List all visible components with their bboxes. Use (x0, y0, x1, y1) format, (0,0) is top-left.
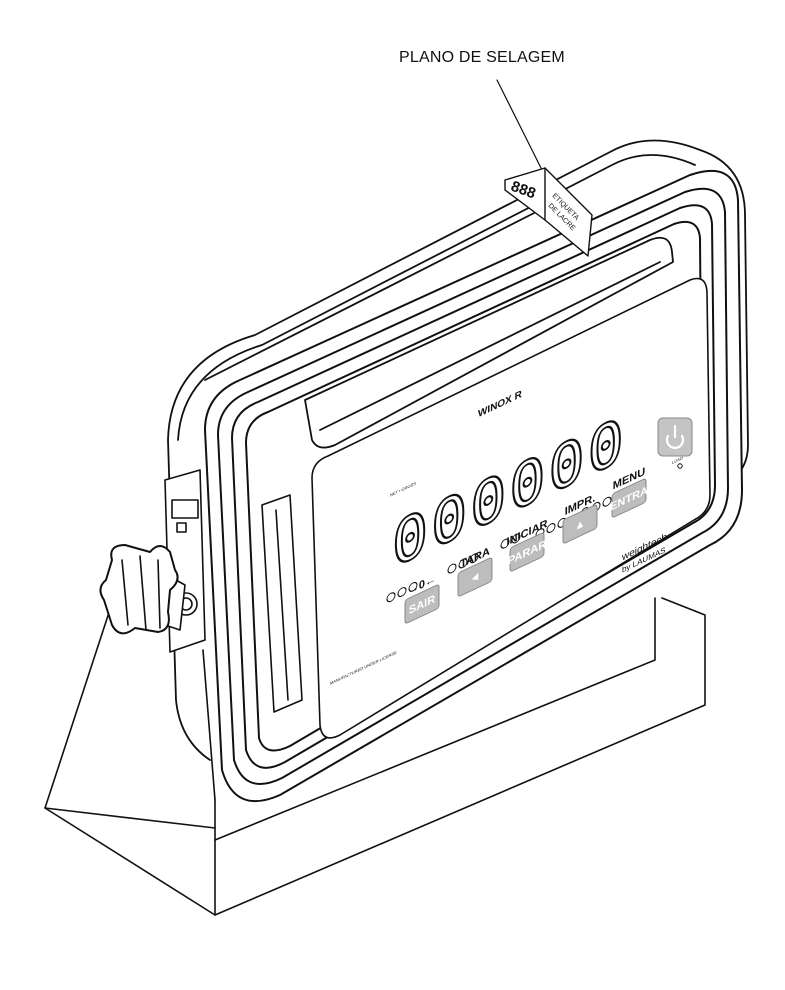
knob-assembly (99, 469, 206, 653)
key-body (457, 557, 493, 597)
stand-bracket (44, 584, 706, 916)
key-body (404, 584, 440, 624)
sealing-plane-callout: PLANO DE SELAGEM (399, 49, 565, 66)
power-button[interactable] (657, 417, 693, 457)
sealing-label (504, 167, 593, 257)
key-body (509, 532, 545, 572)
key-body (611, 478, 647, 518)
key-bottom-label: ◄ (470, 570, 481, 586)
key-body (562, 504, 598, 544)
bezel-side-clip (261, 494, 303, 713)
callout-leader-line (496, 79, 544, 173)
power-led-label: LOAD (672, 455, 683, 465)
front-panel (311, 277, 711, 739)
power-led (677, 463, 683, 469)
display-visor (304, 236, 674, 449)
power-icon (665, 424, 685, 449)
key-bottom-label: ▲ (575, 517, 586, 533)
